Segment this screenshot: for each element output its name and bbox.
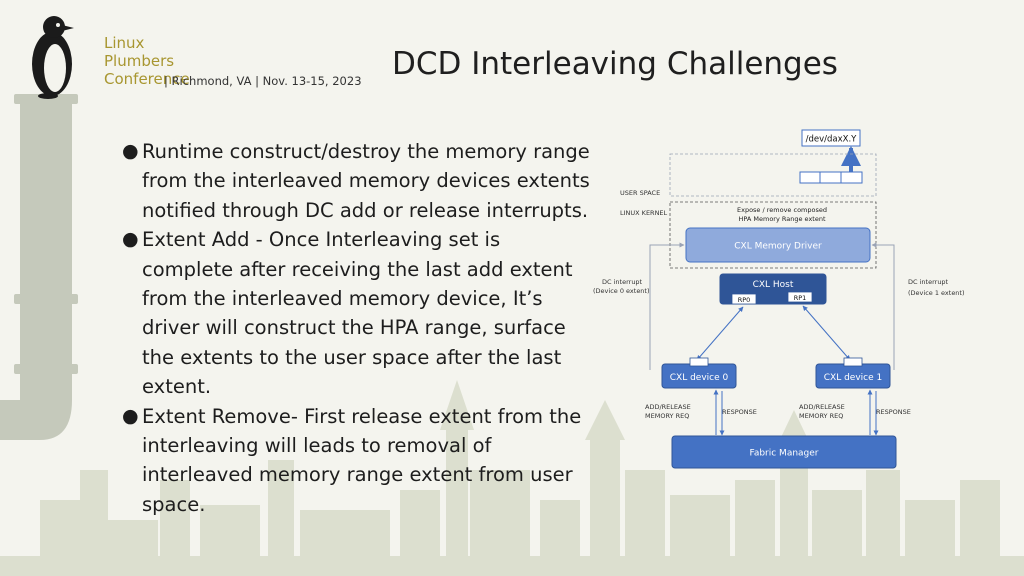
user-space-label: USER SPACE [620,189,660,197]
dc-interrupt-right-path [871,242,895,370]
conference-location: | Richmond, VA | Nov. 13-15, 2023 [164,74,362,88]
cxl-architecture-diagram: /dev/daxX.Y USER SPACE LINUX KERNEL Expo… [593,129,965,469]
bullet-text: Extent Remove- First release extent from… [142,404,582,516]
response-label-left: RESPONSE [722,408,757,416]
dax-device-box [801,129,861,147]
add-release-label-left-2: MEMORY REQ [645,412,689,420]
pipe-graphic [0,94,78,440]
root-port-1-label: RP1 [794,294,807,302]
cxl-host-label: CXL Host [753,280,794,290]
dax-device-label: /dev/daxX.Y [806,135,858,145]
dc-interrupt-left-label-2: (Device 0 extent) [593,287,650,295]
bullet-text: Extent Add - Once Interleaving set is co… [142,228,573,399]
cxl-device-1-label: CXL device 1 [824,373,882,383]
dc-interrupt-right-label-2: (Device 1 extent) [908,289,965,297]
cxl-memory-driver-label: CXL Memory Driver [734,242,822,252]
link-rp1-device1 [802,305,851,361]
add-release-label-right-2: MEMORY REQ [799,412,843,420]
cxl-memory-driver-box [685,227,871,263]
add-release-label-right-1: ADD/RELEASE [799,403,845,411]
bullet-list: ●Runtime construct/destroy the memory ra… [122,137,592,519]
bullet-item: ●Extent Add - Once Interleaving set is c… [122,225,592,401]
fabric-manager-label: Fabric Manager [749,449,818,459]
root-port-0 [731,293,757,305]
logo-wordmark: Linux Plumbers Conference [104,34,190,88]
root-port-0-label: RP0 [738,296,751,304]
root-port-1 [787,291,813,303]
link-rp0-device0 [696,306,744,361]
mapped-buffer [799,171,863,184]
expose-label-2: HPA Memory Range extent [738,215,825,223]
fabric-manager-box [671,435,897,469]
bullet-text: Runtime construct/destroy the memory ran… [142,140,590,222]
cxl-device-1-port [843,357,863,367]
bullet-glyph: ● [122,228,139,251]
dc-interrupt-left-path [649,242,685,370]
slide-title: DCD Interleaving Challenges [392,46,838,82]
logo-line-3: Conference [104,70,190,88]
dc-interrupt-right-label-1: DC interrupt [908,278,949,286]
bullet-glyph: ● [122,404,139,427]
logo-line-2: Plumbers [104,52,175,70]
response-label-right: RESPONSE [876,408,911,416]
add-release-label-left-1: ADD/RELEASE [645,403,691,411]
linux-kernel-region [669,201,877,269]
user-space-region [669,153,877,197]
bullet-glyph: ● [122,140,139,162]
conference-logo: Linux Plumbers Conference [24,14,364,99]
bullet-item: ●Runtime construct/destroy the memory ra… [122,137,592,225]
cxl-device-0-label: CXL device 0 [670,373,729,383]
logo-line-1: Linux [104,34,145,52]
dc-interrupt-left-label-1: DC interrupt [602,278,643,286]
expose-label-1: Expose / remove composed [737,206,827,214]
penguin-icon [32,16,74,99]
linux-kernel-label: LINUX KERNEL [620,209,668,217]
bullet-item: ●Extent Remove- First release extent fro… [122,402,592,520]
cxl-device-0-port [689,357,709,367]
